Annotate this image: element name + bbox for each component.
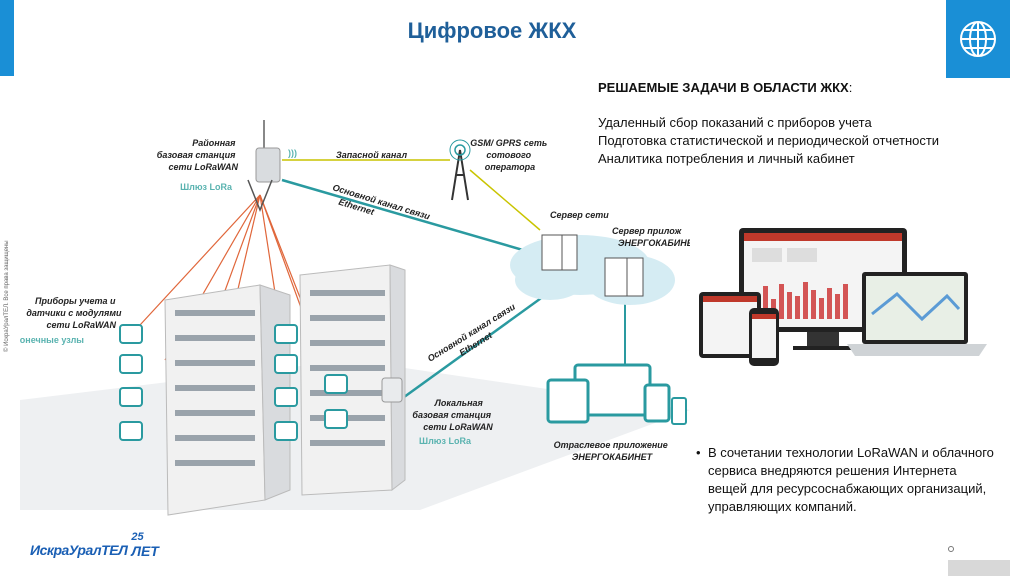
gsm-link [469,169,541,231]
label-end-nodes: Конечные узлы [20,335,84,345]
building-left [164,284,291,516]
tasks-heading: РЕШАЕМЫЕ ЗАДАЧИ В ОБЛАСТИ ЖКХ: [598,80,853,95]
lorawan-bullet: В сочетании технологии LoRaWAN и облачно… [696,444,998,516]
app-devices [546,363,687,425]
label-gsm: GSM/ GPRS сеть сотового оператора [470,138,549,172]
page-title: Цифровое ЖКХ [407,18,577,43]
logo-name: ИскраУралТЕЛ [30,542,128,558]
phone-image [749,308,779,366]
network-diagram: ))) [14,110,694,520]
label-server-app: Сервер прилож ЭНЕРГОКАБИНЕ [612,226,690,248]
copyright-note: © ИскраУралТЕЛ. Все права защищены [4,240,10,352]
device-mockups [697,224,989,372]
wifi-icon: ))) [288,148,297,158]
page-indicator-icon [948,546,954,552]
label-local-station: Локальная базовая станция сети LoRaWAN [412,398,493,432]
logo-anniversary: 25 ЛЕТ [131,531,159,559]
gsm-tower [449,139,471,201]
label-district-station: Районная базовая станция сети LoRaWAN [157,138,239,172]
cloud-servers [510,234,675,305]
list-item: Подготовка статистической и периодическо… [598,133,940,148]
laptop-image [847,272,987,356]
label-backup-channel: Запасной канал [336,150,407,160]
main-link-top [281,178,541,257]
company-logo: ИскраУралТЕЛ 25 ЛЕТ [30,530,159,558]
label-gateway-top: Шлюз LoRa [180,182,233,192]
list-item: Удаленный сбор показаний с приборов учет… [598,115,872,130]
district-gateway: ))) [247,120,297,213]
tasks-list: Удаленный сбор показаний с приборов учет… [598,114,939,168]
meter-icons [119,324,348,441]
tablet-image [699,292,761,358]
local-gateway [381,377,403,403]
accent-bar [0,0,14,76]
list-item: Аналитика потребления и личный кабинет [598,151,855,166]
svg-text:Основной канал связиEthernet: Основной канал связиEthernet [426,301,524,374]
globe-badge [946,0,1010,78]
label-gateway-bottom: Шлюз LoRa [419,436,472,446]
label-main-channel-bottom: Основной канал связиEthernet [426,301,524,374]
globe-icon [960,21,996,57]
label-meters: Приборы учета и датчики с модулями сети … [26,296,124,330]
label-industry-app: Отраслевое приложение ЭНЕРГОКАБИНЕТ [554,440,671,462]
label-server-network: Сервер сети [550,210,609,220]
corner-block [948,560,1010,576]
